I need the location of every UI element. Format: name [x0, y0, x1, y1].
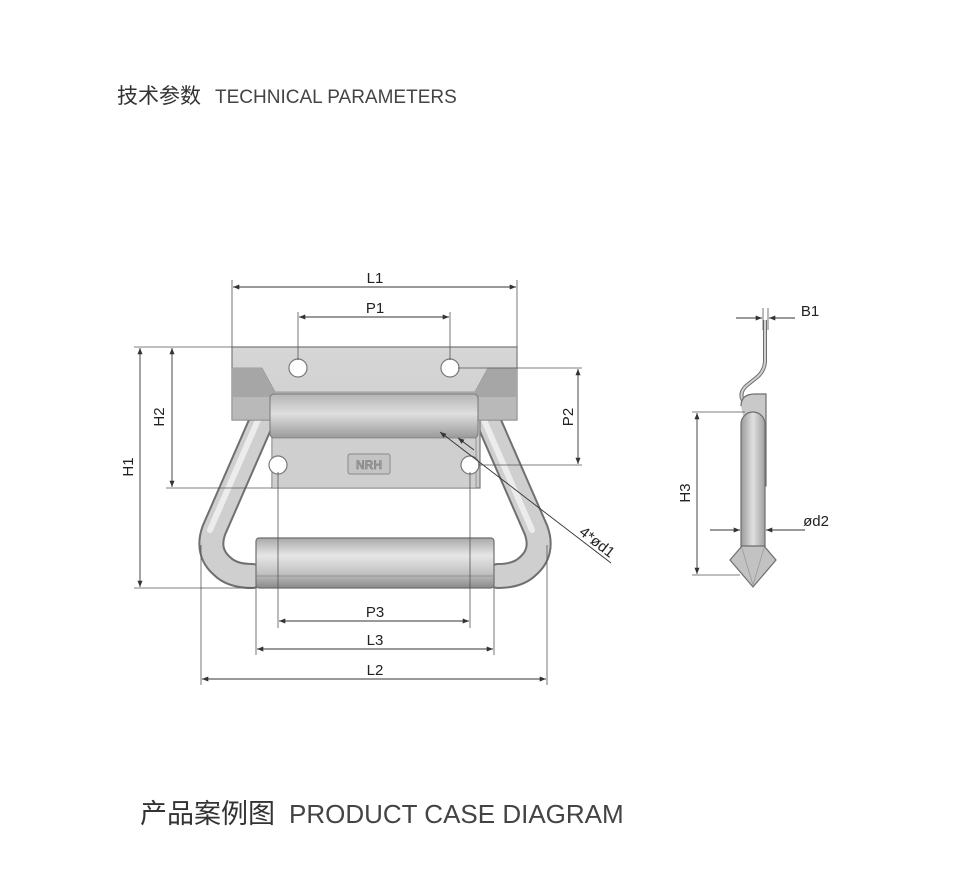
- case-heading-en: PRODUCT CASE DIAGRAM: [289, 799, 624, 829]
- technical-heading-cn: 技术参数: [117, 84, 201, 108]
- side-view: [729, 320, 777, 588]
- logo-badge: [347, 453, 391, 475]
- dim-label-P3: P3: [366, 604, 384, 621]
- side-dimensions: B1 H3 ød2: [677, 303, 829, 576]
- hinge-roll: [269, 393, 479, 439]
- technical-parameters-heading: 技术参数 TECHNICAL PARAMETERS: [117, 80, 457, 110]
- dim-label-H2: H2: [151, 407, 168, 426]
- mount-hole-bottom-left: [268, 455, 288, 475]
- technical-heading-en: TECHNICAL PARAMETERS: [215, 87, 457, 108]
- front-view: NRH: [198, 346, 552, 589]
- dim-label-H3: H3: [677, 483, 694, 502]
- dim-label-B1: B1: [801, 303, 819, 320]
- dim-label-L2: L2: [367, 662, 384, 679]
- mount-hole-top-left: [288, 358, 308, 378]
- dim-label-L3: L3: [367, 632, 384, 649]
- mount-hole-top-right: [440, 358, 460, 378]
- dim-label-L1: L1: [367, 270, 384, 287]
- logo-text: NRH: [356, 458, 382, 472]
- dim-label-P2: P2: [560, 408, 577, 426]
- dim-label-d2: ød2: [803, 513, 829, 530]
- side-plate: [739, 320, 767, 408]
- dim-label-H1: H1: [120, 457, 137, 476]
- dim-label-d1: 4*ød1: [576, 523, 618, 561]
- side-grip-end: [729, 545, 777, 588]
- case-heading-cn: 产品案例图: [140, 799, 275, 830]
- product-case-heading: 产品案例图 PRODUCT CASE DIAGRAM: [140, 792, 624, 831]
- side-rod: [740, 411, 766, 563]
- handle-grip: [255, 537, 495, 589]
- mount-hole-bottom-right: [460, 455, 480, 475]
- dim-label-P1: P1: [366, 300, 384, 317]
